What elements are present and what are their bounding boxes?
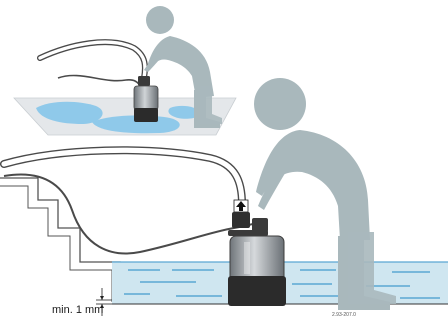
pump-large — [228, 212, 286, 306]
stairs — [0, 178, 120, 302]
min-clearance-label: min. 1 mm — [52, 304, 103, 317]
power-cable — [58, 75, 140, 86]
up-arrow-icon — [234, 200, 248, 212]
power-cable — [4, 174, 258, 253]
reference-code: 2.93-207.0 — [332, 312, 356, 318]
top-scene — [14, 6, 236, 135]
